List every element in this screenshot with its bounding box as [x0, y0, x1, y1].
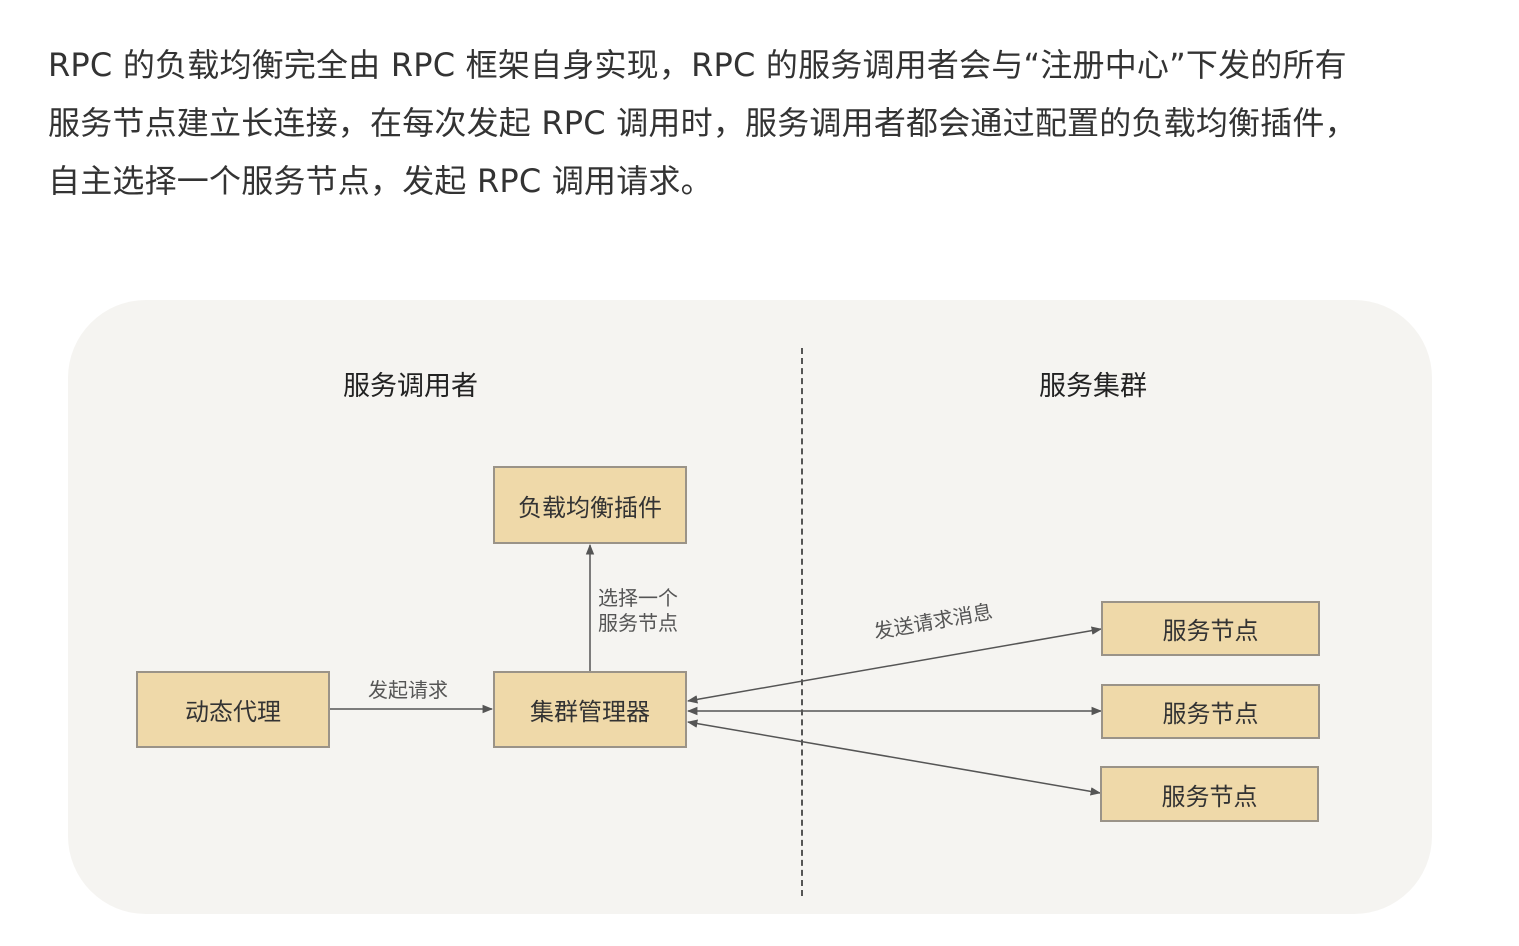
caller-section-title: 服务调用者: [343, 371, 478, 402]
service-node-1: 服务节点: [1101, 601, 1320, 656]
load-balance-plugin-node: 负载均衡插件: [493, 466, 687, 544]
dynamic-proxy-node: 动态代理: [136, 671, 330, 748]
edge-label-select-node: 选择一个 服务节点: [598, 586, 678, 636]
paragraph-line: 服务节点建立长连接，在每次发起 RPC 调用时，服务调用者都会通过配置的负载均衡…: [48, 104, 1357, 142]
section-divider: [801, 348, 803, 896]
intro-paragraph: RPC 的负载均衡完全由 RPC 框架自身实现，RPC 的服务调用者会与“注册中…: [48, 36, 1488, 210]
edge-label-select-line2: 服务节点: [598, 611, 678, 635]
paragraph-line: RPC 的负载均衡完全由 RPC 框架自身实现，RPC 的服务调用者会与“注册中…: [48, 46, 1347, 84]
service-node-3: 服务节点: [1100, 766, 1319, 822]
edge-label-select-line1: 选择一个: [598, 586, 678, 610]
service-node-2: 服务节点: [1101, 684, 1320, 739]
cluster-manager-node: 集群管理器: [493, 671, 687, 748]
cluster-section-title: 服务集群: [1039, 371, 1147, 402]
edge-label-send-request: 发起请求: [368, 678, 448, 702]
paragraph-line: 自主选择一个服务节点，发起 RPC 调用请求。: [48, 162, 713, 200]
